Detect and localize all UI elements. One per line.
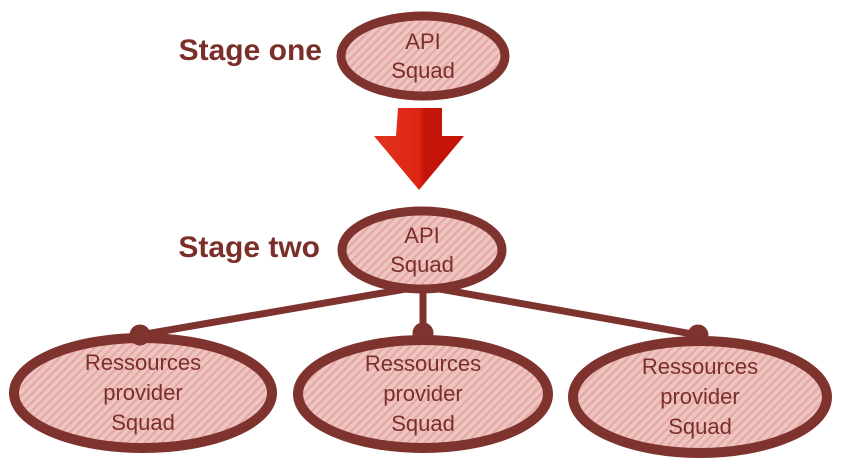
stage-one-api-squad-label: API Squad [391,29,455,83]
connector-line-left [136,282,427,339]
provider-squad-middle-label: Ressources provider Squad [364,351,482,436]
provider-squad-right-label: Ressources provider Squad [641,354,759,439]
junction-dot-right [687,324,709,346]
stage-two-label: Stage two [178,231,320,264]
junction-dot-left [129,324,151,346]
connector-line-right [419,282,702,339]
provider-squad-left-label: Ressources provider Squad [84,350,202,435]
stage-one-label: Stage one [178,34,322,67]
stage-two-api-squad-ellipse [337,206,507,294]
stage-two-api-squad-label: API Squad [390,223,454,277]
junction-dot-middle [412,322,434,344]
stage-one-api-squad-ellipse [336,11,510,101]
red-down-arrow-icon [374,108,464,190]
